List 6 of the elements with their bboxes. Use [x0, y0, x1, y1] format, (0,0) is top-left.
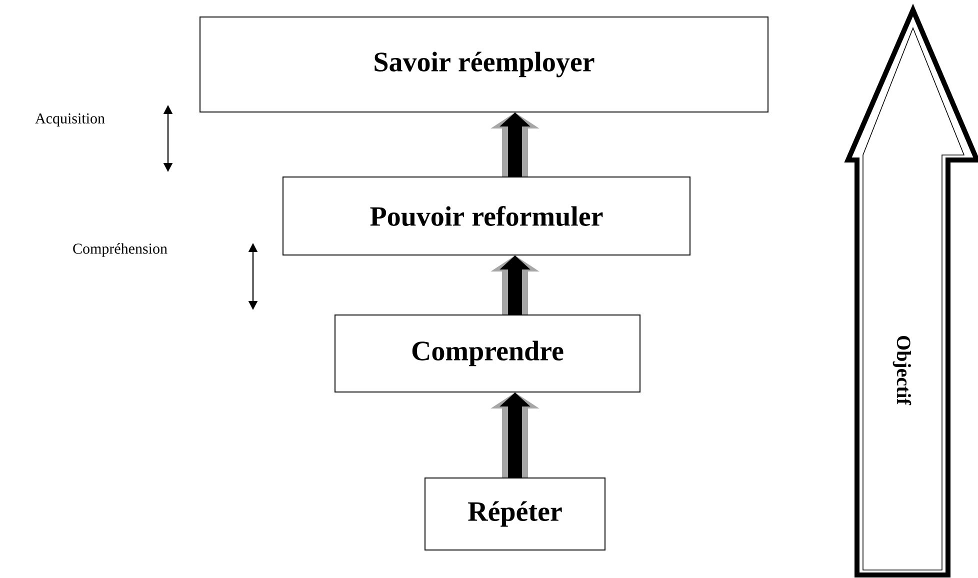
level-box: Savoir réemployer [200, 16, 768, 112]
side-label: Acquisition [35, 113, 105, 127]
level-box: Répéter [424, 477, 606, 550]
level-box: Pouvoir reformuler [282, 176, 690, 256]
level-box: Comprendre [334, 314, 640, 392]
side-label: Compréhension [73, 243, 168, 257]
